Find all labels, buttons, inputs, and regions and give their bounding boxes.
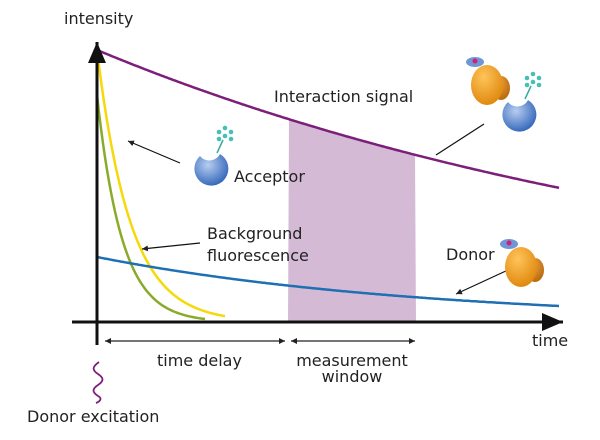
background-fluorescence-curve bbox=[95, 94, 206, 321]
excitation-wave-icon bbox=[92, 361, 104, 404]
interaction-pointer bbox=[435, 123, 485, 156]
donor-label: Donor bbox=[446, 245, 495, 264]
complex-donor-icon bbox=[466, 57, 510, 105]
donor-pointer bbox=[455, 269, 509, 295]
x-axis-label: time bbox=[532, 331, 569, 350]
donor-curve bbox=[96, 255, 560, 308]
measurement-label-line1: measurement bbox=[296, 351, 408, 370]
background-pointer bbox=[141, 242, 201, 252]
acceptor-label: Acceptor bbox=[234, 167, 305, 186]
interaction-signal-label: Interaction signal bbox=[274, 87, 414, 106]
acceptor-curve bbox=[95, 49, 226, 318]
acceptor-pointer bbox=[127, 140, 181, 164]
measurement-label-line2: window bbox=[321, 367, 383, 386]
background-label-line1: Background bbox=[207, 224, 303, 243]
complex-acceptor-icon bbox=[501, 70, 543, 133]
acceptor-molecule-icon bbox=[193, 124, 235, 187]
measurement-window-shading bbox=[288, 119, 416, 322]
y-axis-label: intensity bbox=[64, 9, 134, 28]
background-label-line2: fluorescence bbox=[207, 246, 309, 265]
donor-molecule-icon bbox=[500, 239, 544, 287]
donor-excitation-label: Donor excitation bbox=[27, 407, 160, 426]
interaction-signal-curve bbox=[96, 48, 560, 190]
time-delay-label: time delay bbox=[157, 351, 242, 370]
